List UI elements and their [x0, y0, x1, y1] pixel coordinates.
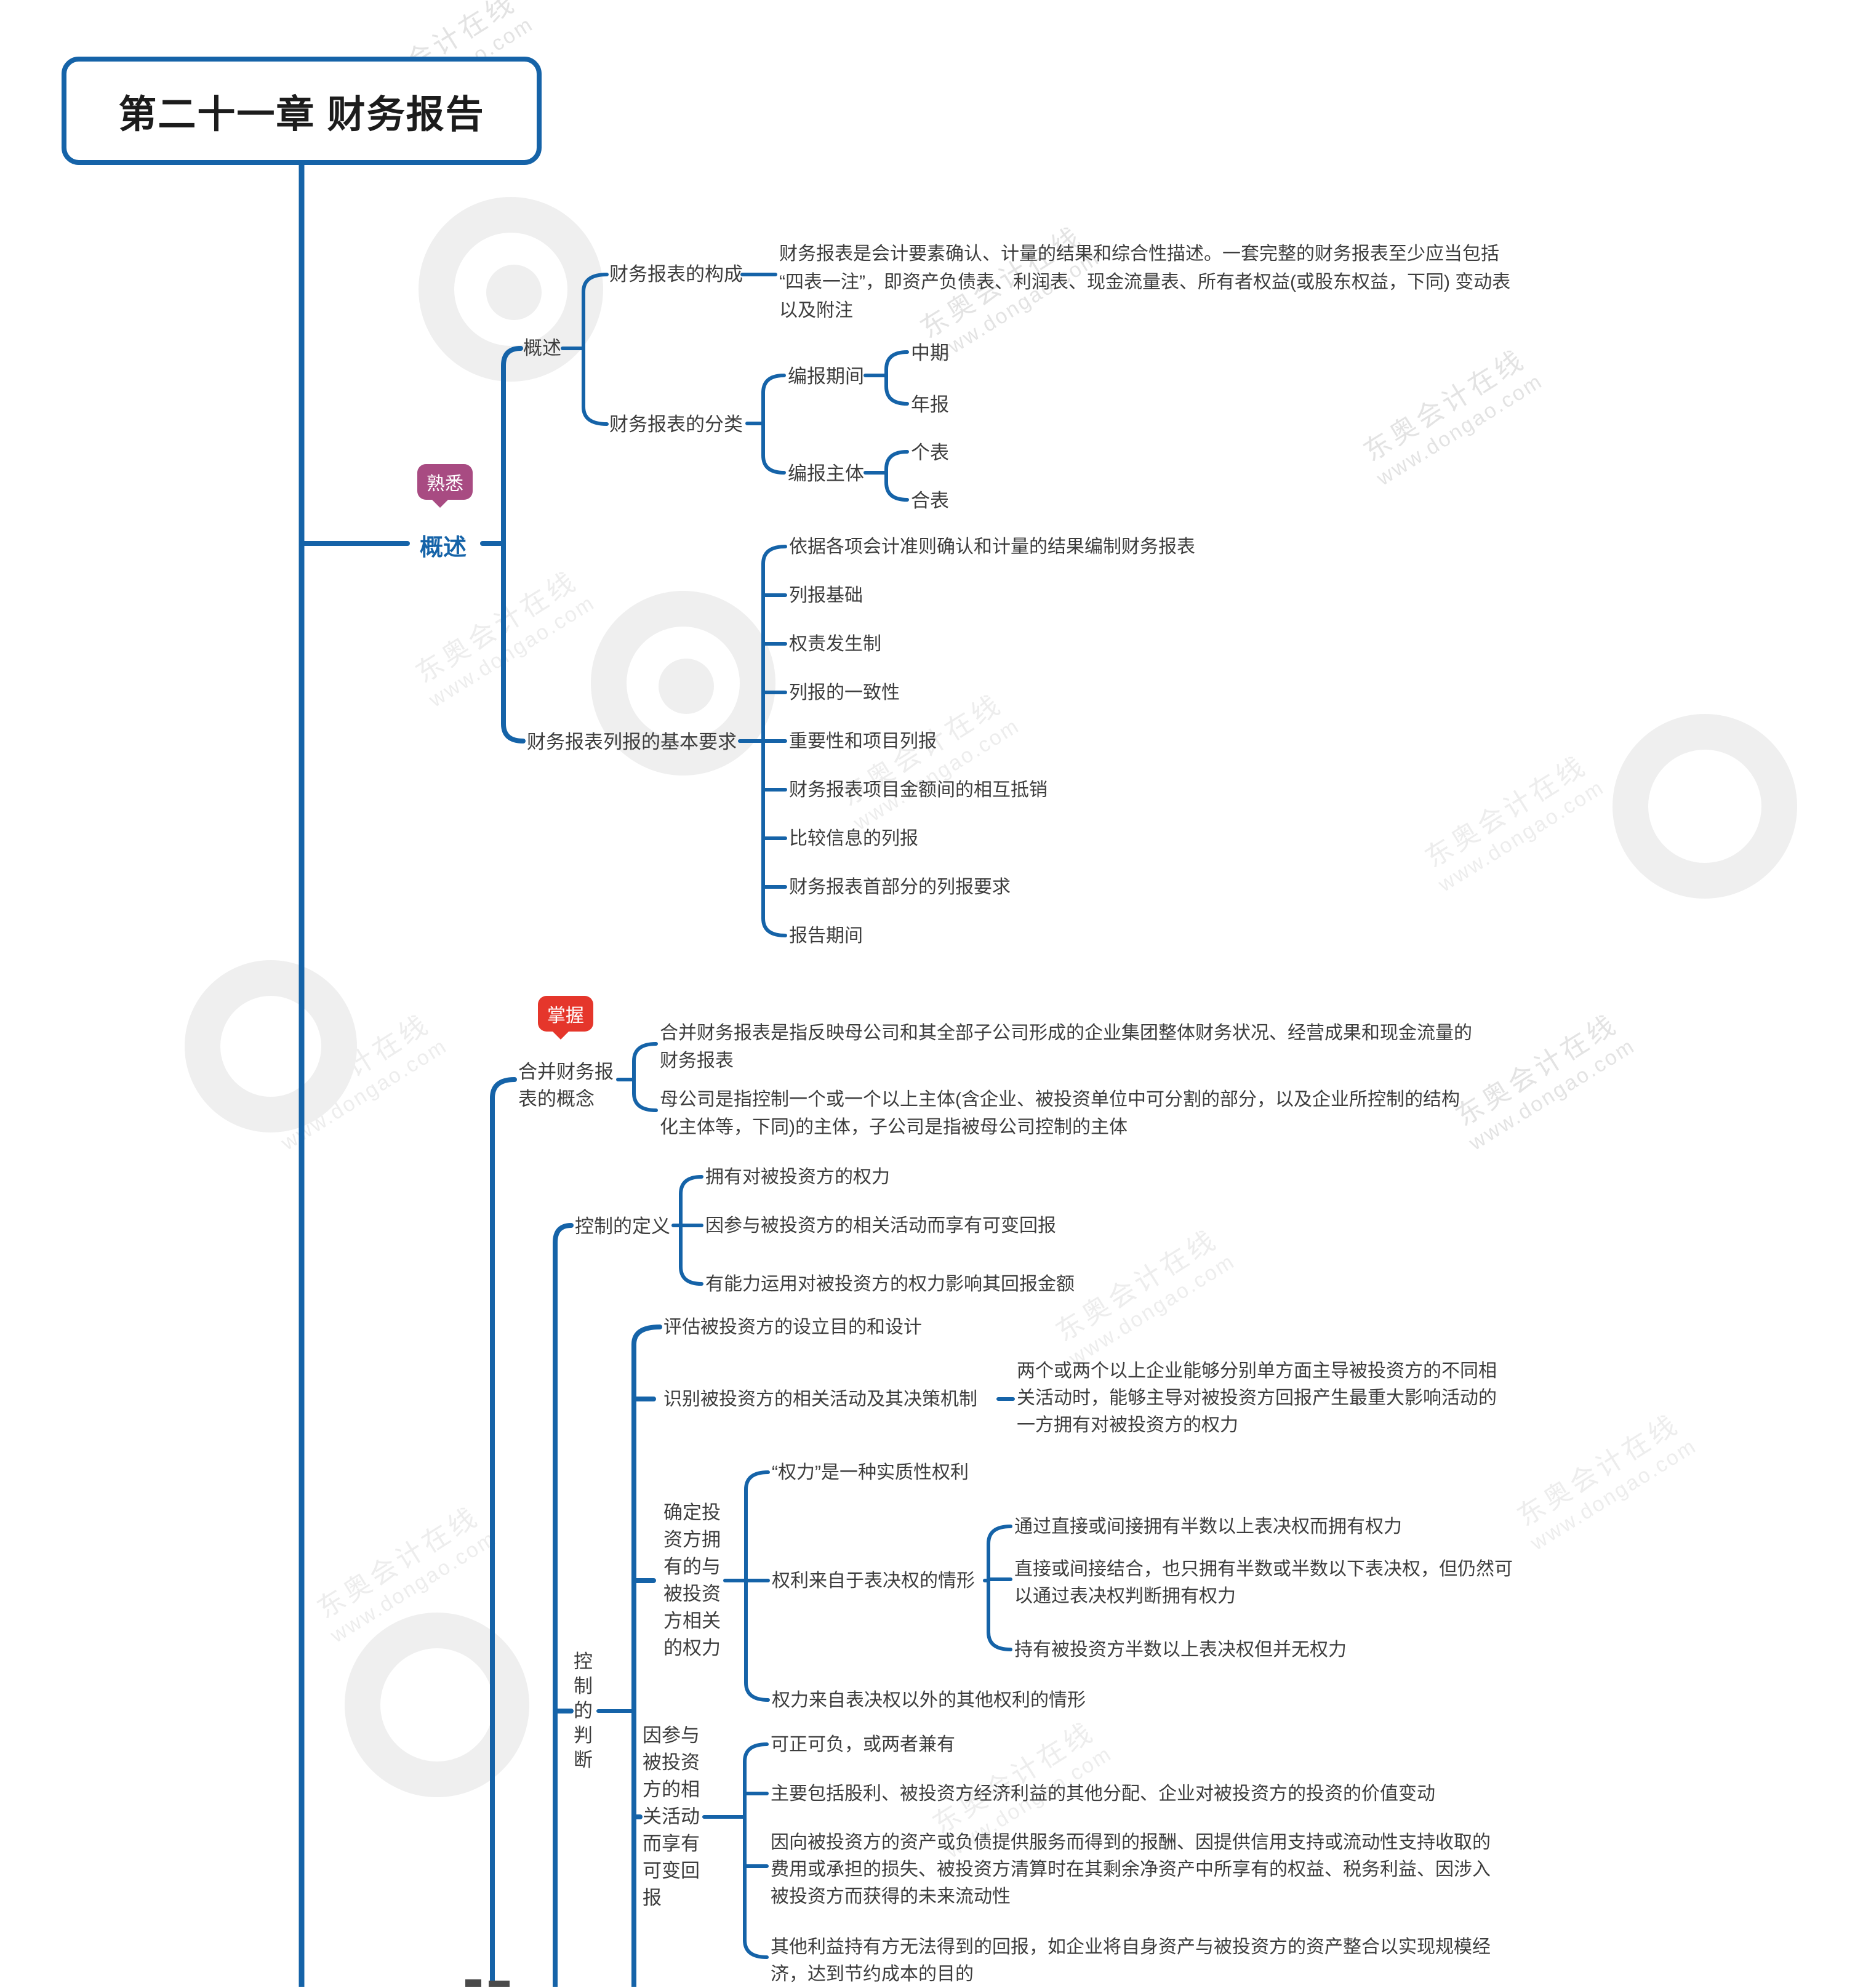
item-returns-service-fees[interactable]: 因向被投资方的资产或负债提供服务而得到的报酬、因提供信用支持或流动性支持收取的 …	[771, 1832, 1491, 1907]
paragraph-consolidated-statement-definition[interactable]: 合并财务报表是指反映母公司和其全部子公司形成的企业集团整体财务状况、经营成果和现…	[660, 1023, 1472, 1071]
item-requirement[interactable]: 报告期间	[789, 926, 863, 946]
item-control-ability[interactable]: 有能力运用对被投资方的权力影响其回报金额	[705, 1274, 1075, 1294]
item-consolidated-statement[interactable]: 合表	[911, 490, 949, 511]
topic-identify-activities[interactable]: 识别被投资方的相关活动及其决策机制	[663, 1389, 977, 1409]
topic-control-judgment[interactable]: 控制的判断	[574, 1651, 593, 1771]
item-requirement[interactable]: 重要性和项目列报	[789, 731, 937, 752]
item-returns-positive-negative[interactable]: 可正可负，或两者兼有	[771, 1734, 955, 1755]
item-returns-exclusive-benefits[interactable]: 其他利益持有方无法得到的回报，如企业将自身资产与被投资方的资产整合以实现规模经 …	[771, 1937, 1491, 1984]
item-control-variable-returns[interactable]: 因参与被投资方的相关活动而享有可变回报	[705, 1216, 1056, 1236]
clipped-next-topic	[489, 1981, 510, 1987]
item-less-than-majority-power[interactable]: 直接或间接结合，也只拥有半数或半数以下表决权，但仍然可 以通过表决权判断拥有权力	[1014, 1559, 1513, 1606]
topic-reporting-entity[interactable]: 编报主体	[788, 463, 864, 484]
item-substantive-right[interactable]: “权力”是一种实质性权利	[772, 1462, 969, 1483]
badge-pointer	[551, 1030, 570, 1049]
root-topic[interactable]: 第二十一章 财务报告	[62, 57, 542, 165]
item-annual-report[interactable]: 年报	[911, 394, 949, 415]
topic-control-definition[interactable]: 控制的定义	[575, 1216, 670, 1237]
item-individual-statement[interactable]: 个表	[911, 442, 949, 463]
item-requirement[interactable]: 列报的一致性	[789, 683, 900, 703]
topic-overview[interactable]: 概述	[420, 535, 467, 561]
item-requirement[interactable]: 依据各项会计准则确认和计量的结果编制财务报表	[789, 537, 1195, 557]
item-requirement[interactable]: 比较信息的列报	[789, 828, 918, 849]
topic-reporting-period[interactable]: 编报期间	[788, 366, 864, 387]
topic-consolidation-concept[interactable]: 合并财务报 表的概念	[518, 1061, 614, 1110]
item-requirement[interactable]: 财务报表项目金额间的相互抵销	[789, 780, 1048, 800]
item-requirement[interactable]: 财务报表首部分的列报要求	[789, 877, 1011, 897]
topic-statement-classification[interactable]: 财务报表的分类	[609, 414, 743, 435]
topic-power-from-voting[interactable]: 权利来自于表决权的情形	[772, 1571, 975, 1591]
item-requirement[interactable]: 列报基础	[789, 585, 863, 606]
item-power-beyond-voting[interactable]: 权力来自表决权以外的其他权利的情形	[772, 1690, 1086, 1710]
badge-pointer	[431, 499, 449, 517]
topic-overview-sub[interactable]: 概述	[523, 337, 561, 359]
topic-statement-composition[interactable]: 财务报表的构成	[609, 263, 743, 285]
item-returns-dividends[interactable]: 主要包括股利、被投资方经济利益的其他分配、企业对被投资方的投资的价值变动	[771, 1784, 1435, 1804]
item-requirement[interactable]: 权责发生制	[789, 634, 881, 654]
topic-variable-returns[interactable]: 因参与被投资方的相关活动而享有可变回报	[643, 1725, 700, 1909]
item-majority-but-no-power[interactable]: 持有被投资方半数以上表决权但并无权力	[1014, 1640, 1347, 1660]
item-interim-report[interactable]: 中期	[911, 342, 949, 364]
paragraph-identify-activities[interactable]: 两个或两个以上企业能够分别单方面主导被投资方的不同相 关活动时，能够主导对被投资…	[1017, 1361, 1497, 1435]
priority-badge-master: 掌握	[538, 996, 593, 1032]
item-majority-voting-power[interactable]: 通过直接或间接拥有半数以上表决权而拥有权力	[1014, 1517, 1402, 1537]
priority-badge-familiar: 熟悉	[417, 464, 473, 500]
clipped-next-topic	[465, 1979, 481, 1987]
topic-presentation-requirements[interactable]: 财务报表列报的基本要求	[527, 731, 737, 753]
item-assess-purpose-design[interactable]: 评估被投资方的设立目的和设计	[663, 1317, 922, 1337]
paragraph-statement-composition[interactable]: 财务报表是会计要素确认、计量的结果和综合性描述。一套完整的财务报表至少应当包括 …	[779, 244, 1511, 321]
paragraph-parent-subsidiary-definition[interactable]: 母公司是指控制一个或一个以上主体(含企业、被投资单位中可分割的部分，以及企业所控…	[660, 1089, 1460, 1137]
item-control-power[interactable]: 拥有对被投资方的权力	[705, 1167, 890, 1187]
topic-investor-power[interactable]: 确定投资方拥有的与被投资方相关的权力	[663, 1502, 721, 1659]
